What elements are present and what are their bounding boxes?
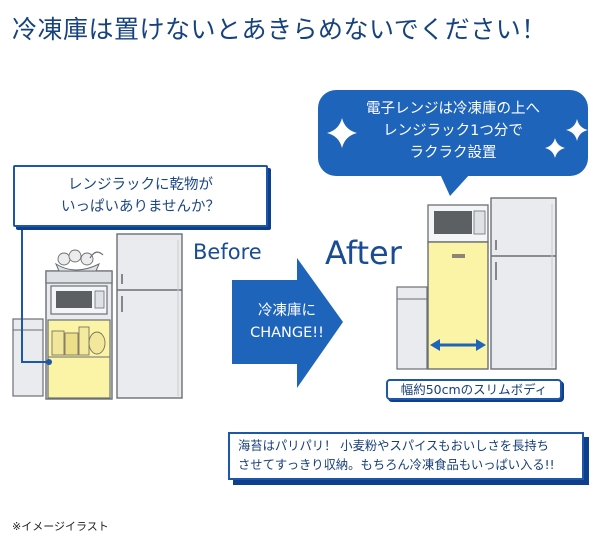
benefit-box: 海苔はパリパリ！ 小麦粉やスパイスもおいしさを長持ち させてすっきり収納。もちろ… <box>228 432 584 480</box>
after-label: After <box>325 234 402 272</box>
solution-bubble-line1: 電子レンジは冷凍庫の上へ <box>366 101 540 117</box>
benefit-line2: させてすっきり収納。もちろん冷凍食品もいっぱい入る!! <box>238 458 555 472</box>
fridge-before <box>116 233 183 399</box>
solution-bubble-line2: レンジラック1つ分で <box>383 123 523 139</box>
after-scene <box>396 174 557 370</box>
before-label: Before <box>193 240 262 264</box>
width-badge: 幅約50cmのスリムボディ <box>386 379 562 400</box>
change-arrow <box>232 258 343 388</box>
trash-bin <box>12 318 44 397</box>
fridge-after <box>490 197 557 370</box>
range-rack <box>45 270 113 400</box>
trash-bin-after <box>396 286 428 370</box>
page-headline: 冷凍庫は置けないとあきらめないでください！ <box>12 15 547 44</box>
solution-bubble: 電子レンジは冷凍庫の上へ レンジラック1つ分で ラクラク設置 <box>318 90 588 176</box>
bubble-tail <box>440 174 470 196</box>
problem-callout-line1: レンジラックに乾物が <box>68 177 213 193</box>
width-arrow <box>430 339 486 351</box>
sparkle-icon <box>545 138 565 158</box>
change-arrow-line2: CHANGE!! <box>250 325 324 341</box>
callout-pointer <box>21 228 48 363</box>
benefit-line1: 海苔はパリパリ！ 小麦粉やスパイスもおいしさを長持ち <box>238 439 549 453</box>
sparkle-icon <box>566 119 588 141</box>
solution-bubble-line3: ラクラク設置 <box>409 145 497 161</box>
change-arrow-line1: 冷凍庫に <box>258 303 316 319</box>
footnote: ※イメージイラスト <box>12 520 109 533</box>
sparkle-icon <box>327 118 357 148</box>
change-arrow-text: 冷凍庫に CHANGE!! <box>232 300 342 344</box>
problem-callout-line2: いっぱいありませんか？ <box>60 199 221 215</box>
before-scene <box>12 228 183 400</box>
fruit-basket <box>54 249 104 272</box>
problem-callout: レンジラックに乾物が いっぱいありませんか？ <box>13 165 268 227</box>
